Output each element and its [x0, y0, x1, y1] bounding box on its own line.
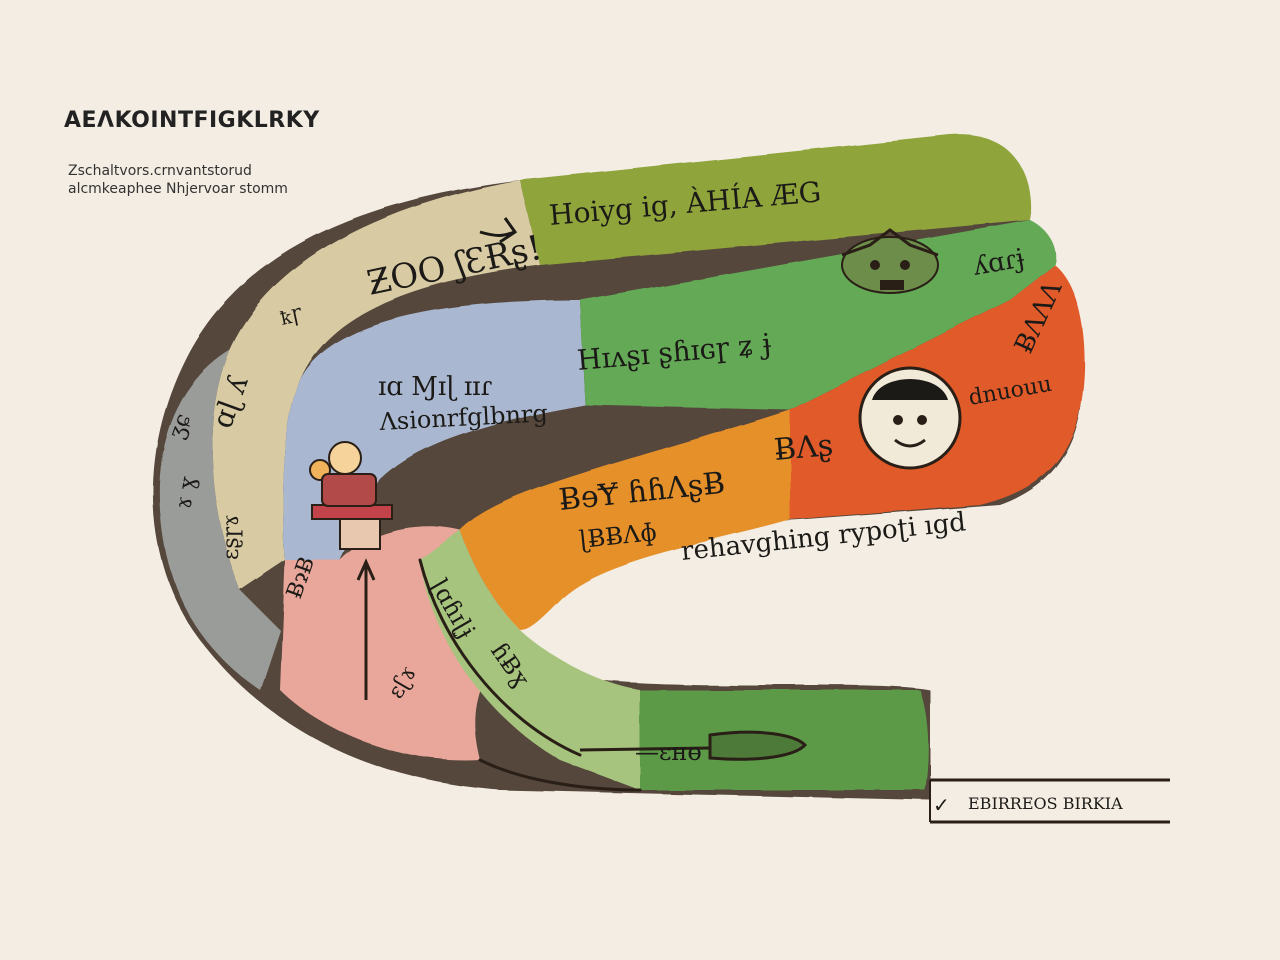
band-orange	[460, 410, 790, 630]
label-gray-c: ɛʂɼɤ	[219, 514, 244, 560]
page-subtitle: Zschaltvors.crnvantstorud alcmkeaphee Nh…	[68, 162, 368, 198]
chair-figure-icon	[309, 441, 393, 550]
seam-lines	[418, 558, 642, 792]
subtitle-line-2: alcmkeaphee Nhjervoar stomm	[68, 181, 288, 197]
label-orange-top: ɃɅʂ	[773, 428, 835, 468]
monster-face-icon	[841, 228, 939, 294]
person-portrait-icon	[858, 366, 962, 470]
label-darkgreen: —ɛʜɵ	[635, 738, 702, 766]
footer-legend: ✓ EBIRREOS BIRKIA	[929, 778, 1170, 824]
subtitle-line-1: Zschaltvors.crnvantstorud	[68, 163, 252, 179]
page-title: AEΛKOINTFIGKLRKY	[64, 108, 320, 133]
band-gray	[159, 350, 280, 690]
arrow-up-icon	[356, 558, 376, 700]
label-blue-1: ɪɑ Ɱɪɭ ɪɪɾ	[378, 372, 492, 402]
footer-text: EBIRREOS BIRKIA	[968, 794, 1123, 813]
checkmark-icon: ✓	[933, 793, 950, 817]
sword-icon	[579, 730, 808, 761]
band-tan	[212, 180, 540, 590]
band-olive	[520, 134, 1031, 265]
label-gray-b: ɤ ɣ	[171, 475, 201, 511]
band-light-green	[420, 530, 640, 790]
label-tan-sub: ꝁꞄ	[279, 305, 305, 330]
chevron-mark	[479, 217, 518, 244]
